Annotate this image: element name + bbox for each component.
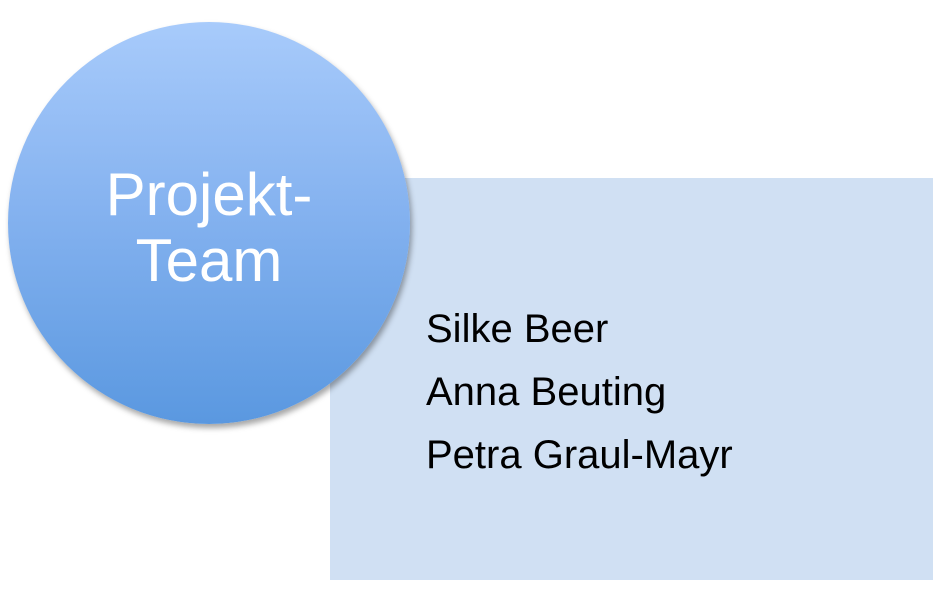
member-name: Silke Beer (426, 307, 609, 351)
team-title: Projekt- Team (106, 162, 313, 294)
team-title-line-2: Team (135, 227, 283, 294)
member-name: Anna Beuting (426, 370, 667, 414)
member-name: Petra Graul-Mayr (426, 433, 733, 477)
members-list: Silke Beer Anna Beuting Petra Graul-Mayr (426, 298, 733, 487)
members-box: Silke Beer Anna Beuting Petra Graul-Mayr (330, 178, 933, 580)
team-title-line-1: Projekt- (105, 161, 313, 228)
team-circle: Projekt- Team (8, 22, 410, 424)
